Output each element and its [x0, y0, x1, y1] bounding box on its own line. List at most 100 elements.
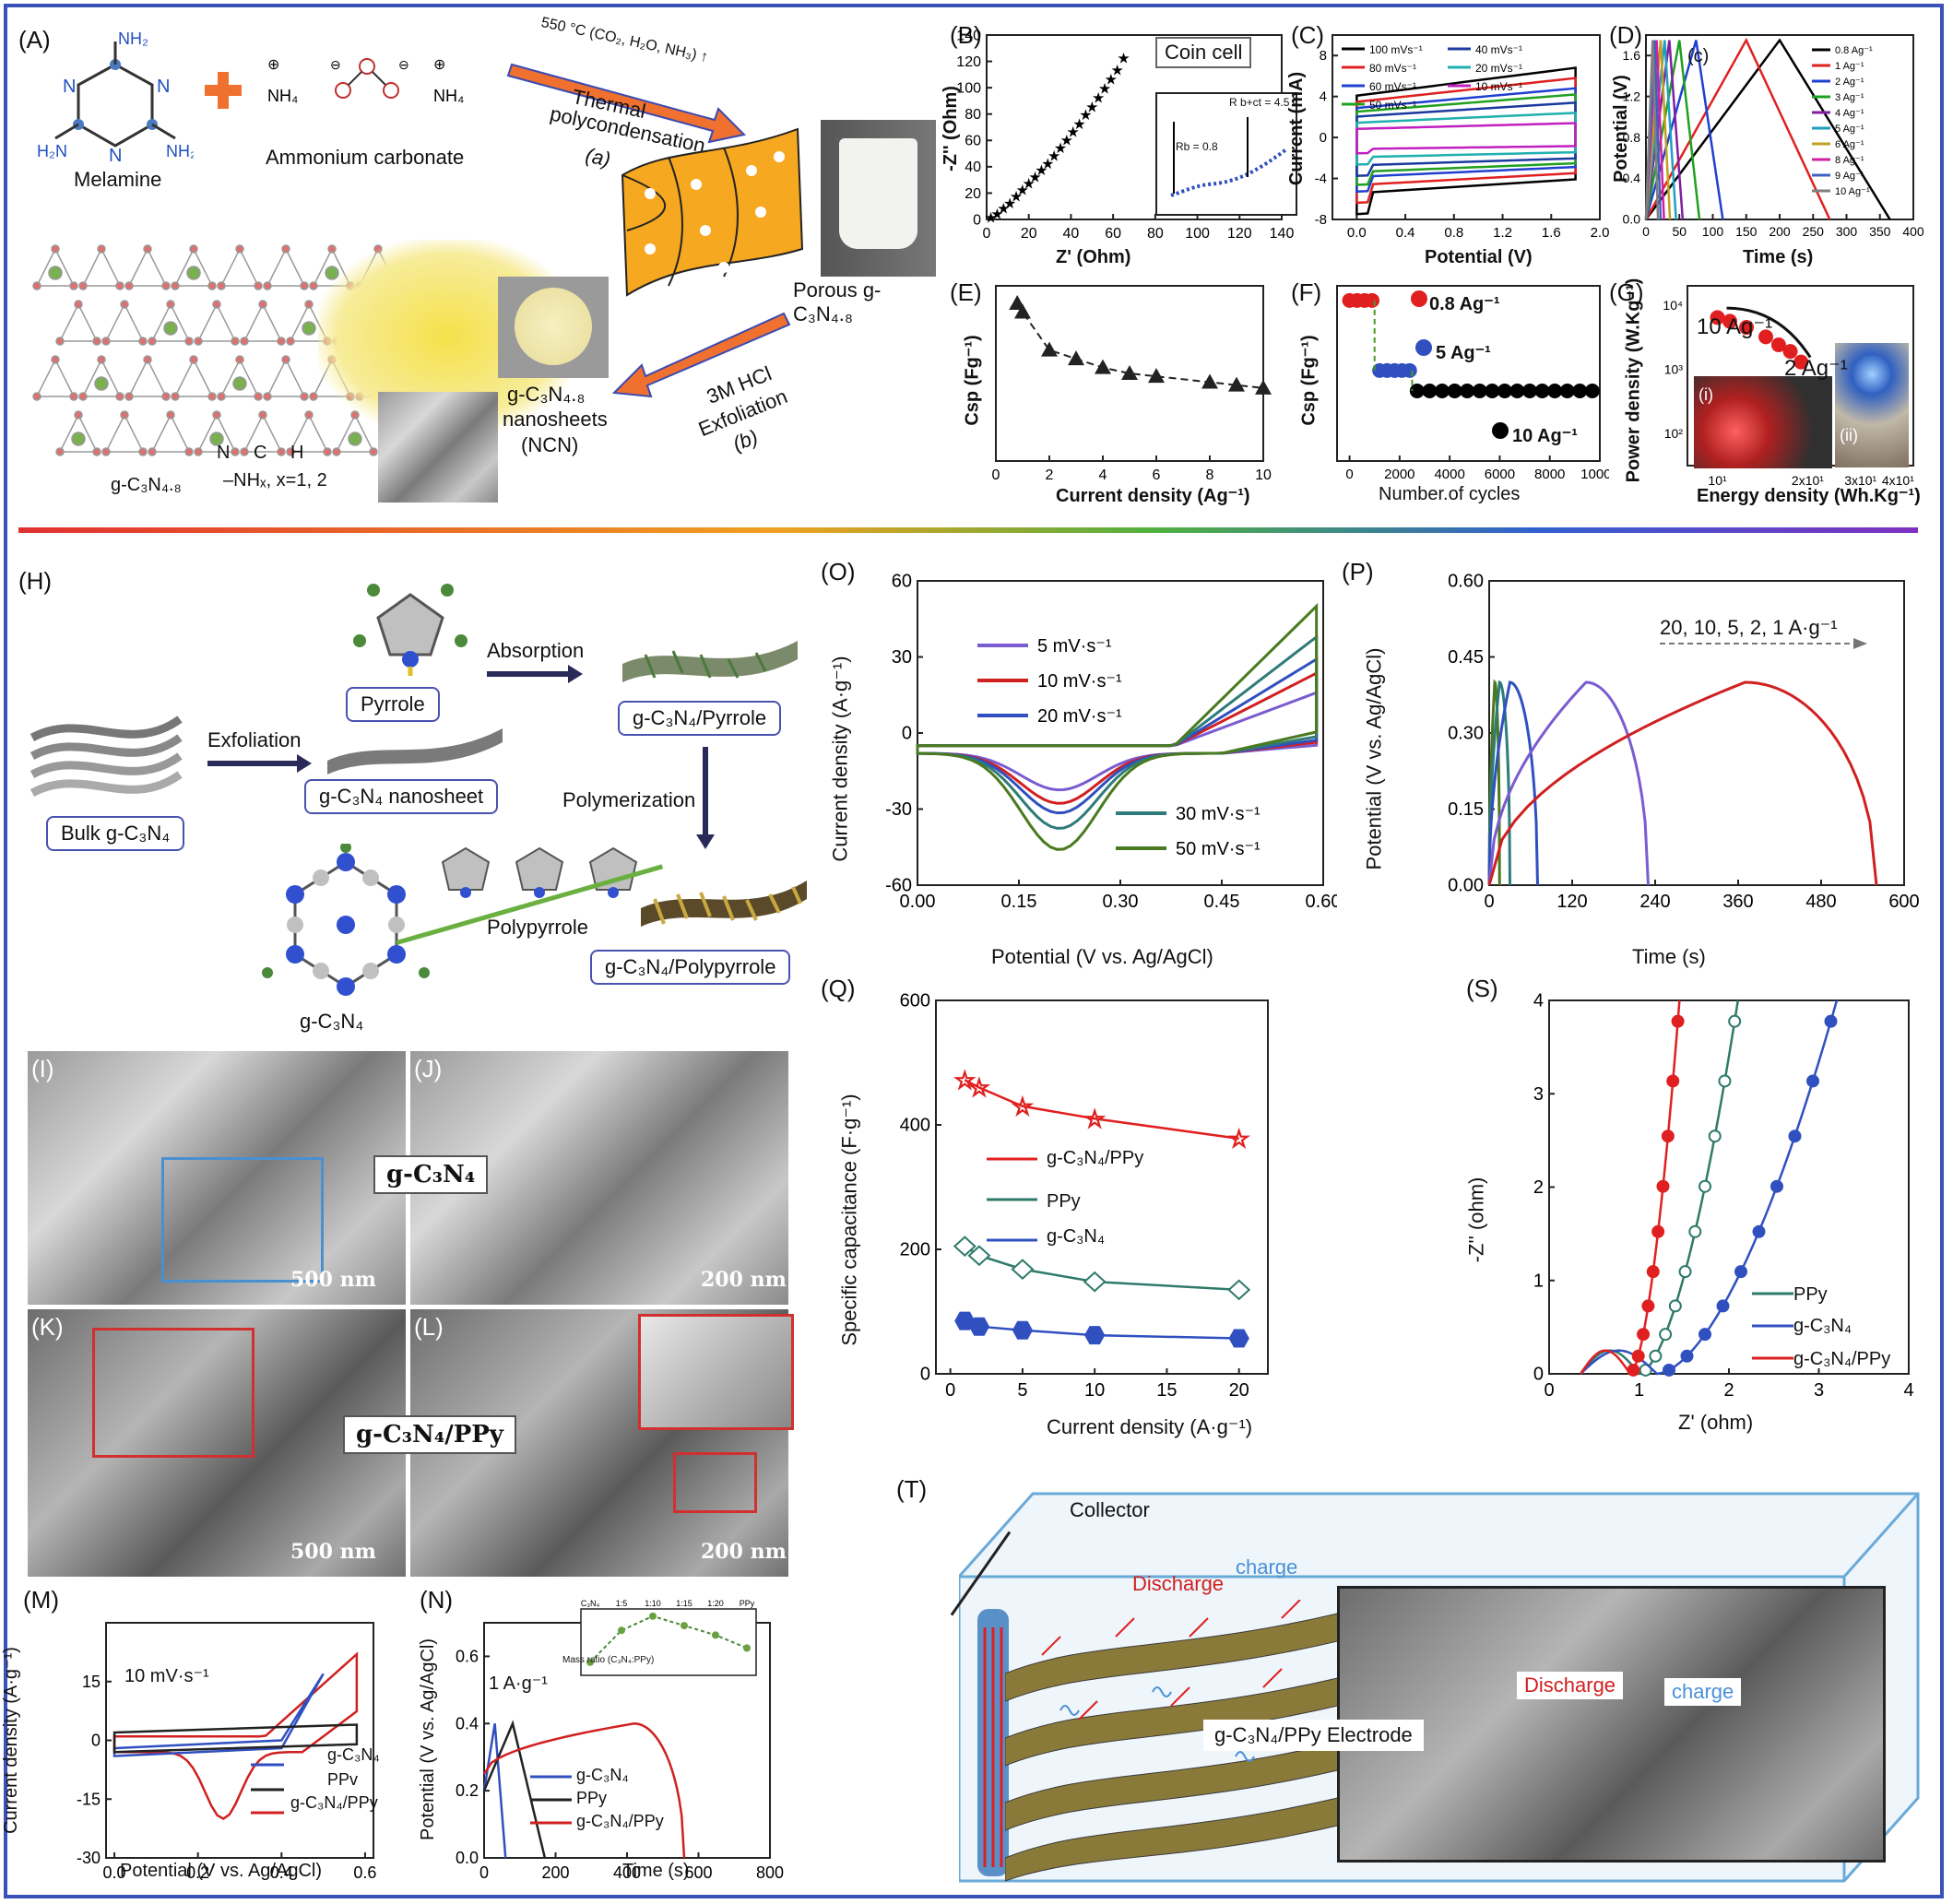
legend-ppy: PPy	[1793, 1284, 1828, 1305]
x-tick-label: 240	[1639, 892, 1670, 912]
legend-label: 20 mVs⁻¹	[1475, 62, 1522, 75]
data-point	[1770, 1179, 1783, 1193]
data-point	[1678, 1265, 1692, 1279]
lattice-unit	[58, 302, 99, 342]
gcd-series	[1487, 680, 1878, 886]
lattice-atom	[51, 244, 60, 254]
lattice-atom	[231, 337, 240, 346]
legend-ppy: PPy	[576, 1789, 608, 1807]
nanosheets-label-3: (NCN)	[521, 433, 579, 456]
cn-pyrrole-sheet	[622, 641, 798, 682]
lattice-atom	[277, 447, 286, 456]
lattice-unit	[81, 358, 122, 397]
lattice-atom	[115, 281, 124, 290]
lattice-atom	[78, 281, 88, 290]
data-point	[1671, 1014, 1685, 1028]
x-tick-label: 0.4	[1396, 225, 1415, 241]
legend-composite: g-C₃N₄/PPy	[1047, 1148, 1144, 1168]
legend-marker	[1415, 339, 1432, 356]
lattice-atom	[138, 447, 148, 456]
data-point	[1460, 384, 1475, 398]
sem-I-zoom-box	[161, 1157, 324, 1283]
lattice-atom	[235, 355, 244, 364]
data-point	[1409, 384, 1425, 398]
panel-label: (H)	[18, 567, 53, 595]
x-tick-label: 600	[1888, 892, 1919, 912]
x-tick-label: 120	[1227, 226, 1252, 242]
x-tick-label: 10	[1084, 1380, 1105, 1401]
data-point: ☆	[1012, 1093, 1033, 1120]
discharge-label-2: Discharge	[1517, 1672, 1624, 1699]
data-point	[1631, 1349, 1645, 1363]
lattice-atom	[161, 392, 171, 401]
x-tick-label: 0	[945, 1380, 955, 1401]
lattice-atom	[254, 392, 263, 401]
nhx-group	[302, 321, 316, 336]
figure-frame	[4, 4, 1944, 1898]
lattice-atom	[124, 392, 134, 401]
y-tick-label: 4	[1533, 991, 1544, 1011]
y-axis-label: Potential (V)	[1610, 75, 1631, 183]
legend-gcn: g-C₃N₄	[1047, 1226, 1105, 1247]
data-point	[1447, 384, 1462, 398]
crucible-photo	[821, 120, 936, 277]
cv-series	[1355, 66, 1577, 216]
lattice-atom	[217, 281, 226, 290]
inset-category: 1:10	[645, 1599, 661, 1608]
data-point	[1793, 354, 1809, 370]
y-axis-label: Current (mA)	[1286, 71, 1308, 186]
porous-sheets	[621, 127, 804, 297]
panel-label: (N)	[420, 1586, 454, 1614]
melamine-structure: NNN NH₂ H₂N NH₂	[37, 30, 194, 166]
y-tick-label: 0.0	[1623, 212, 1641, 227]
lattice-atom	[148, 337, 157, 346]
svg-text:⊖: ⊖	[330, 57, 341, 72]
cv-series	[916, 602, 1319, 851]
y-axis-label: Csp (Fg⁻¹)	[1298, 335, 1320, 426]
svg-text:⊕: ⊕	[267, 57, 279, 73]
lattice-unit	[127, 358, 168, 397]
x-axis-label: Current density (A·g⁻¹)	[1047, 1415, 1253, 1438]
x-tick-label: 50	[1672, 224, 1687, 239]
x-tick-label: 100	[1185, 226, 1210, 242]
x-axis-label: Current density (Ag⁻¹)	[1056, 486, 1250, 506]
y-tick-label: 2	[1533, 1177, 1544, 1198]
pyrrole-molecule	[353, 584, 468, 676]
x-tick-label: 0.4	[270, 1863, 293, 1882]
y-tick-label: 15	[82, 1673, 101, 1691]
y-tick-label: 200	[900, 1240, 930, 1260]
exfoliation-label: Exfoliation	[207, 728, 302, 751]
inset-point	[743, 1644, 751, 1652]
y-tick-label: 0	[973, 212, 981, 228]
svg-text:⊕: ⊕	[433, 57, 445, 73]
y-tick-label: 0.6	[456, 1647, 479, 1665]
data-point: ★	[1041, 157, 1054, 172]
legend-label: 20 mV·s⁻¹	[1037, 706, 1122, 727]
data-point	[1485, 384, 1500, 398]
svg-text:NH₂: NH₂	[166, 142, 194, 160]
data-point	[1547, 384, 1563, 398]
x-tick-label: 2	[1046, 467, 1054, 483]
x-axis-label: Time (s)	[622, 1861, 690, 1881]
data-point	[1011, 1259, 1035, 1280]
lattice-atom	[124, 281, 134, 290]
data-point	[1668, 1299, 1682, 1313]
panel-label: (A)	[18, 26, 51, 53]
lattice-atom	[166, 300, 175, 309]
cv-series	[1355, 93, 1577, 186]
trend-arrow	[1726, 306, 1812, 359]
legend-5: 5 Ag⁻¹	[1436, 343, 1491, 363]
lattice-unit	[127, 247, 168, 287]
y-axis-label: -Z'' (ohm)	[1464, 1177, 1488, 1263]
data-point: ☆	[1228, 1125, 1249, 1153]
x-axis-label: Z' (Ohm)	[1056, 247, 1131, 267]
nanosheet-label: g-C₃N₄ nanosheet	[304, 779, 499, 814]
y-tick-label: 0.60	[1448, 572, 1484, 592]
x-tick-label: 3	[1814, 1380, 1824, 1401]
data-point: ★	[1054, 141, 1067, 157]
x-tick-label: 1.2	[1493, 225, 1512, 241]
